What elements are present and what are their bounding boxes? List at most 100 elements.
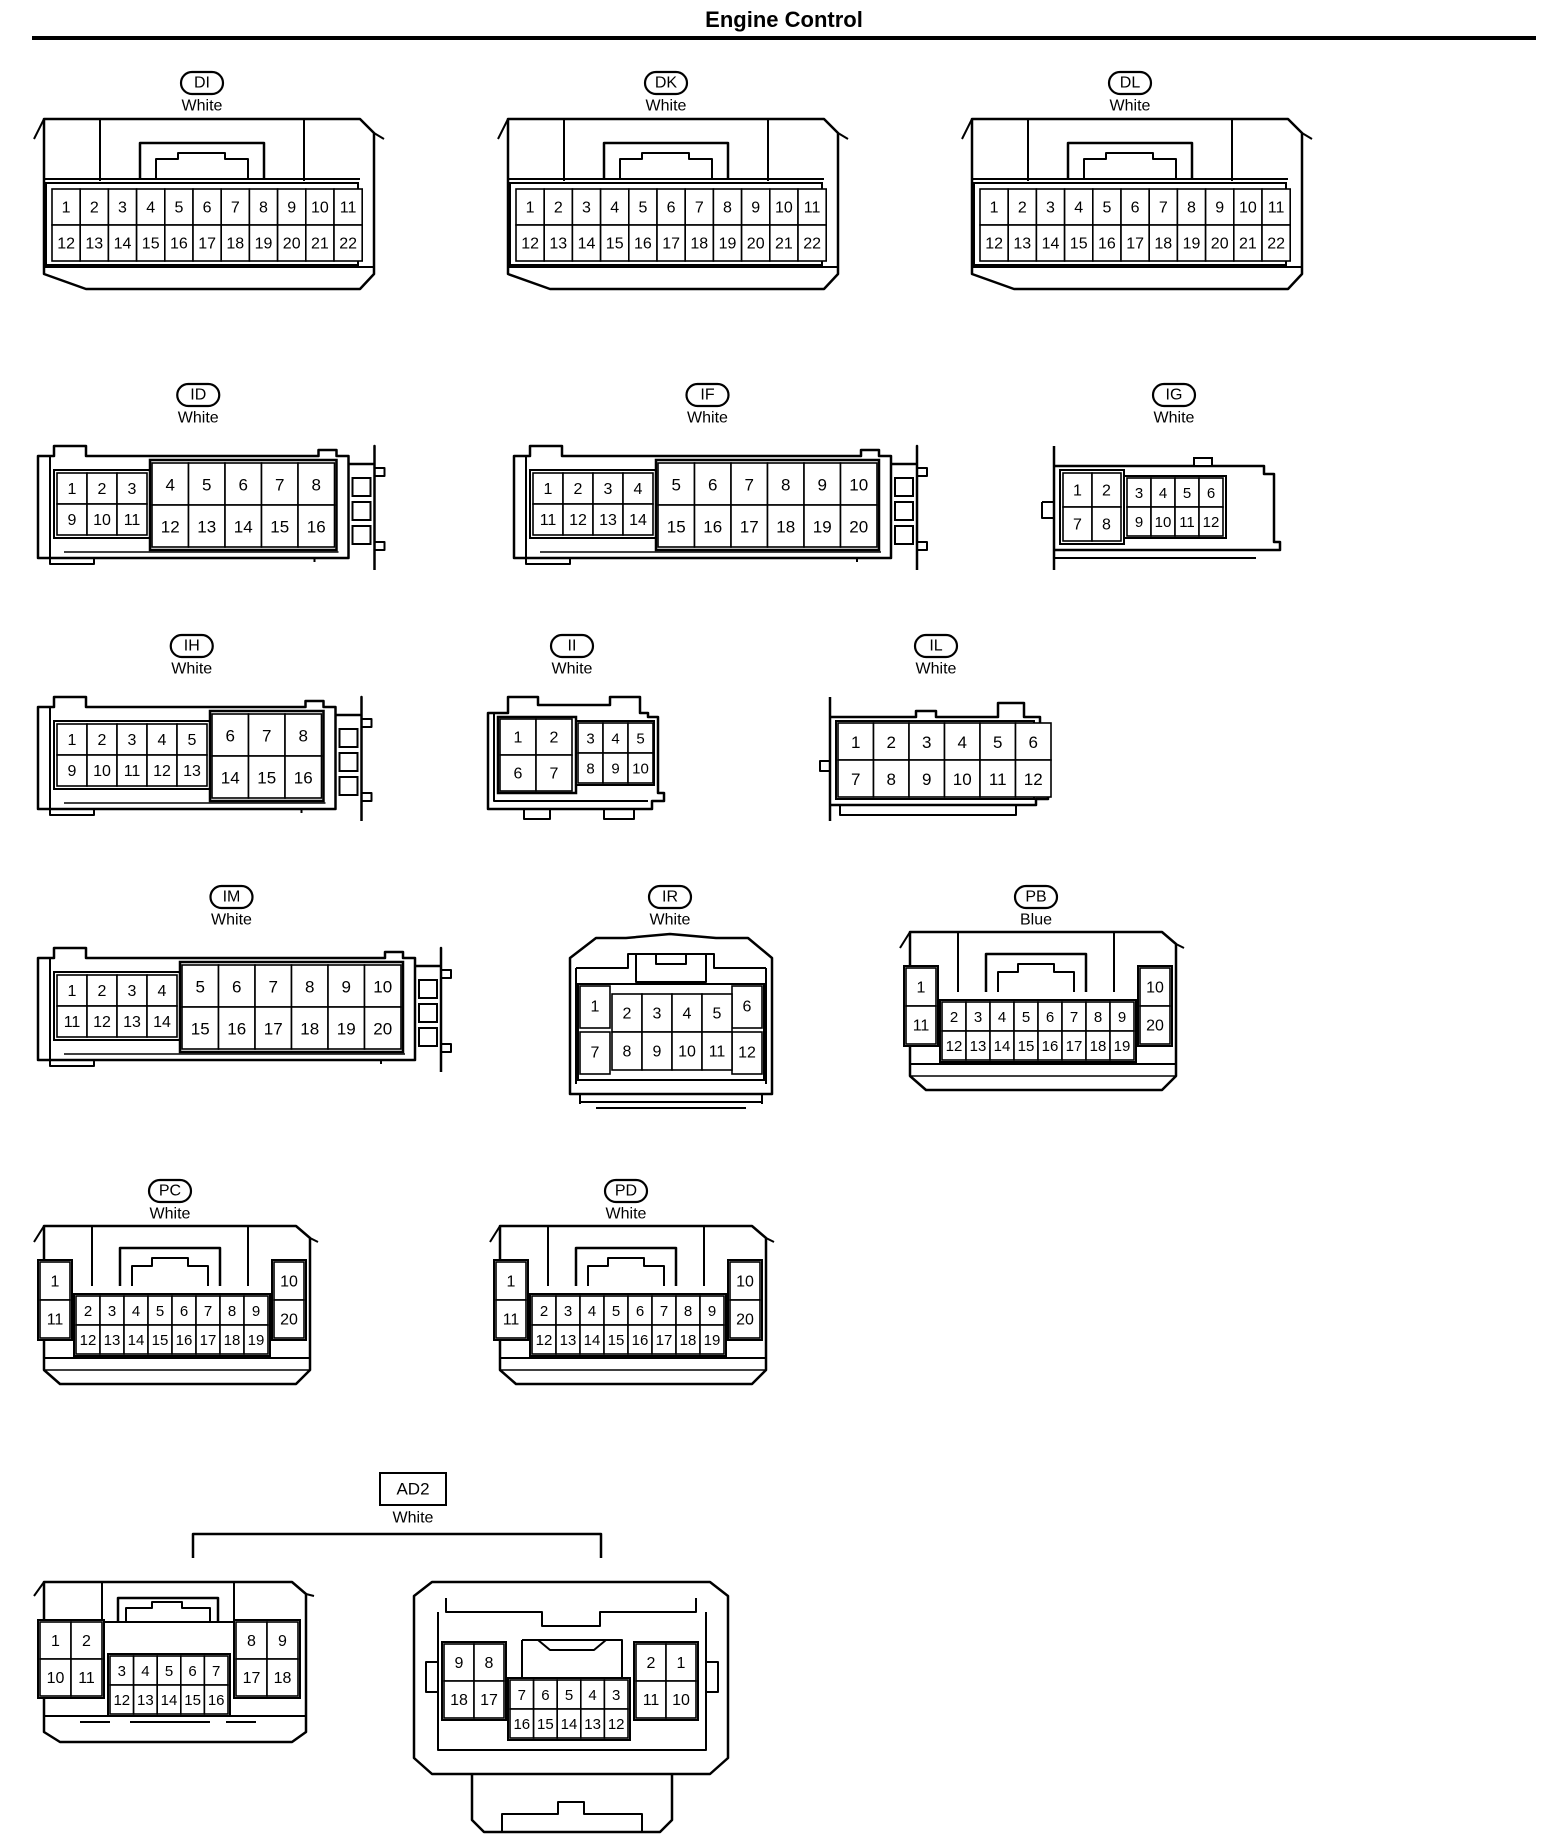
pin-number: 10 (373, 978, 392, 997)
pin-number: 10 (1155, 514, 1172, 531)
pin-cell (224, 504, 263, 548)
connector-color: White (1110, 98, 1151, 115)
pin-number: 19 (1183, 236, 1201, 253)
housing-outline (49, 558, 316, 565)
pin-number: 8 (485, 1655, 494, 1672)
connector-color: White (178, 410, 219, 427)
pin-number: 6 (541, 1687, 549, 1704)
pin-number: 2 (1102, 483, 1111, 500)
pin-number: 3 (564, 1303, 572, 1320)
pin-cell (1037, 1001, 1063, 1032)
housing-outline (131, 1257, 209, 1286)
pin-number: 22 (1267, 236, 1285, 253)
pin-cell (1198, 506, 1224, 537)
pin-number: 5 (165, 1663, 173, 1680)
housing-outline (99, 119, 305, 181)
pin-number: 7 (269, 978, 278, 997)
pin-number: 10 (280, 1274, 298, 1291)
housing-outline (37, 958, 51, 1060)
pin-number: 14 (561, 1716, 578, 1733)
pin-number: 4 (634, 481, 643, 498)
housing-outline (568, 932, 774, 1096)
pin-cell (146, 1005, 178, 1038)
housing-outline (33, 1225, 319, 1243)
pin-number: 4 (158, 983, 167, 1000)
pin-cell (248, 224, 279, 262)
pin-number: 15 (1070, 236, 1088, 253)
pin-cell (56, 472, 88, 505)
pin-cell (235, 1658, 268, 1697)
pin-number: 9 (708, 1303, 716, 1320)
pin-number: 8 (1094, 1009, 1102, 1026)
pin-cell (622, 472, 654, 505)
pin-cell (543, 224, 574, 262)
pin-number: 2 (554, 200, 563, 217)
latch-slot (351, 477, 372, 497)
housing-outline (425, 1661, 719, 1693)
page-title: Engine Control (705, 7, 863, 32)
connector-id-badge (913, 633, 959, 659)
pin-number: 10 (775, 200, 793, 217)
pin-cell (297, 504, 336, 548)
pin-cell (147, 1295, 173, 1326)
housing-outline (49, 1060, 382, 1067)
housing-outline (997, 963, 1075, 992)
pin-number: 3 (586, 731, 594, 748)
pin-cell (1092, 224, 1122, 262)
pin-cell (941, 1001, 967, 1032)
pin-number: 12 (161, 518, 180, 537)
pin-number: 11 (64, 1014, 81, 1031)
pin-number: 5 (672, 476, 681, 495)
pin-number: 17 (740, 518, 759, 537)
pin-cell (1174, 477, 1200, 508)
housing-outline (361, 718, 373, 802)
housing-outline (574, 1246, 678, 1286)
housing-outline (984, 952, 1088, 992)
connector-id-badge (147, 1178, 193, 1204)
pin-number: 7 (262, 727, 271, 746)
pin-number: 3 (922, 733, 931, 752)
latch-slot (894, 477, 914, 497)
pin-number: 6 (226, 727, 235, 746)
housing-outline (33, 118, 385, 140)
latch-slot (418, 1027, 438, 1047)
latch-slot (894, 501, 914, 521)
pin-number: 6 (180, 1303, 188, 1320)
pin-number: 12 (521, 236, 539, 253)
pin-cell (99, 1324, 125, 1355)
pin-cell (599, 224, 630, 262)
pin-number: 2 (98, 732, 107, 749)
pin-number: 16 (176, 1332, 193, 1349)
pin-number: 15 (606, 236, 624, 253)
connector-color: Blue (1020, 912, 1052, 929)
pin-number: 2 (540, 1303, 548, 1320)
pin-cell (473, 1680, 505, 1719)
pin-number: 13 (599, 512, 617, 529)
pin-number: 5 (1022, 1009, 1030, 1026)
pin-number: 9 (68, 512, 77, 529)
housing-outline (513, 456, 527, 558)
pin-cell (531, 1324, 557, 1355)
pin-cell (187, 462, 226, 506)
pin-number: 12 (93, 1014, 111, 1031)
pin-number: 4 (1159, 485, 1167, 502)
housing-outline (525, 558, 858, 565)
connector-id-badge (169, 633, 214, 659)
pin-number: 5 (636, 731, 644, 748)
pin-cell (107, 188, 138, 226)
pin-number: 5 (188, 732, 197, 749)
pin-number: 1 (677, 1655, 686, 1672)
pin-number: 18 (450, 1692, 468, 1709)
pin-number: 8 (781, 476, 790, 495)
pin-number: 9 (1118, 1009, 1126, 1026)
pin-number: 18 (680, 1332, 697, 1349)
housing-outline (547, 1226, 705, 1286)
pin-number: 4 (683, 1006, 692, 1023)
connector-id-badge (1151, 382, 1197, 408)
housing-outline (37, 456, 51, 558)
pin-number: 15 (142, 236, 160, 253)
pin-number: 14 (994, 1038, 1011, 1055)
pin-number: 3 (604, 481, 613, 498)
